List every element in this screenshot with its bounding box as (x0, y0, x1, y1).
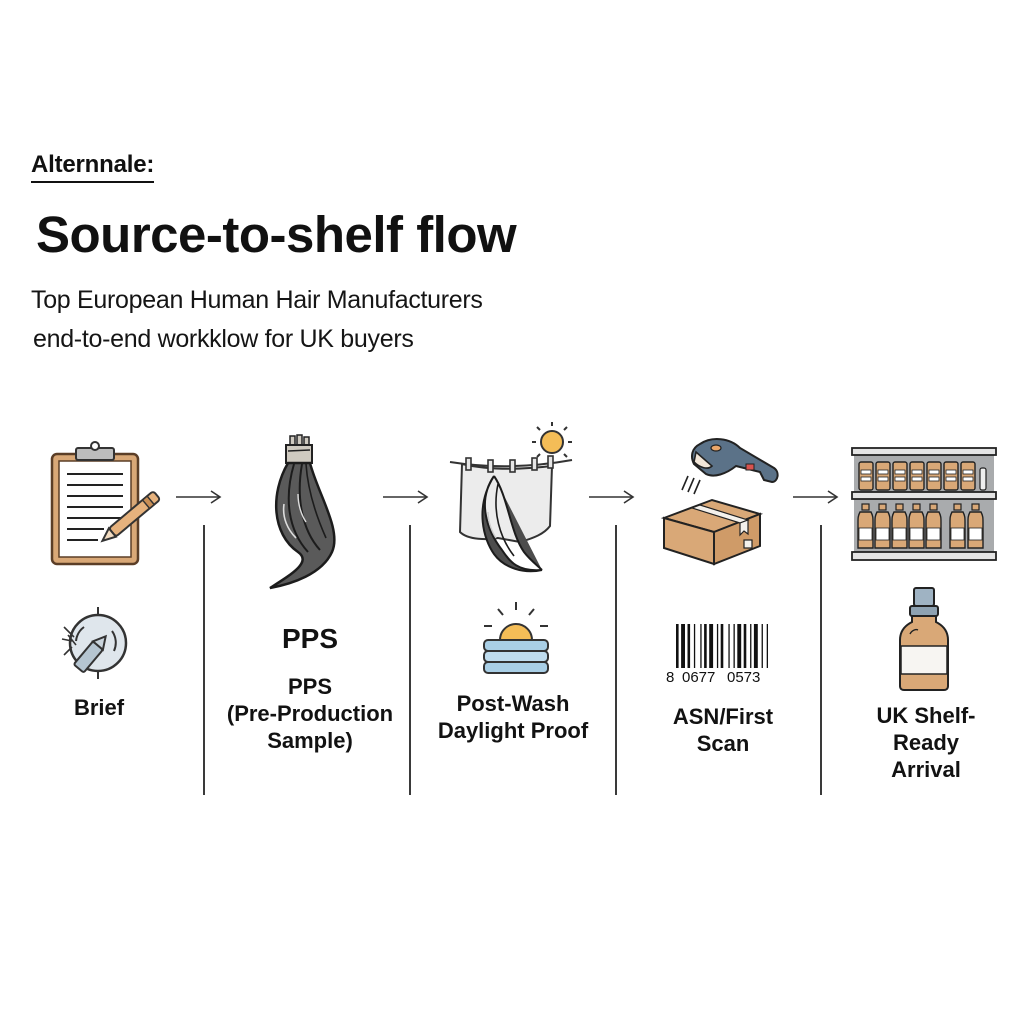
step-label-line: Daylight Proof (437, 718, 589, 743)
crystal-ball-pen-icon (61, 607, 128, 679)
barcode-scanner-icon (681, 438, 779, 495)
clipboard-pen-icon (50, 441, 161, 566)
step-label-line: Arrival (891, 757, 961, 782)
shelf-jar (909, 461, 925, 491)
step-divider (203, 525, 205, 795)
step-label-line: Scan (696, 731, 750, 756)
shelf-jar (943, 461, 959, 491)
barcode-bar (750, 624, 752, 674)
sun-icon (532, 422, 572, 458)
barcode-bar (704, 624, 707, 674)
shelf-jar (875, 461, 891, 491)
hair-bundle-icon (269, 434, 336, 590)
page-title: Source-to-shelf flow (36, 206, 517, 263)
dropper-bottle-icon (899, 587, 949, 691)
barcode-bar (716, 624, 719, 674)
retail-shelf-icon (851, 447, 997, 561)
barcode-icon: 8 0677 0573 (664, 624, 776, 688)
step-divider (409, 525, 411, 795)
step-label-uk-shelf: UK Shelf- Ready Arrival (836, 702, 1016, 783)
step-label-line: UK Shelf- (876, 703, 976, 728)
barcode-bar (766, 624, 768, 686)
step-label-post-wash: Post-Wash Daylight Proof (420, 690, 606, 744)
barcode-bar (720, 624, 724, 674)
shelf-bottle (874, 503, 891, 549)
shelf-bottle (908, 503, 925, 549)
right-arrow-icon (589, 490, 635, 504)
page-subtitle: Top European Human Hair Manufacturers en… (31, 281, 483, 359)
shelf-bottle (967, 503, 984, 549)
barcode-bar (737, 624, 742, 674)
right-arrow-icon (793, 490, 839, 504)
subtitle-line-2: end-to-end workklow for UK buyers (33, 325, 414, 353)
step-label-line: (Pre-Production (226, 701, 394, 726)
barcode-scanner-box-icon (660, 438, 779, 566)
barcode-bar (753, 624, 758, 674)
barcode-bar (728, 624, 730, 674)
step-label-line: Ready (892, 730, 960, 755)
shelf-bottle (925, 503, 942, 549)
barcode-digit-group: 0677 (682, 669, 715, 686)
step-label-pps: PPS (Pre-Production Sample) (210, 673, 410, 754)
barcode-bar (676, 624, 679, 686)
step-heading-pps: PPS (281, 623, 339, 654)
step-label-line: ASN/First (672, 704, 774, 729)
shelf-jar (892, 461, 908, 491)
shelf-bottle (857, 503, 874, 549)
barcode-bar (687, 624, 691, 674)
cardboard-box-icon (660, 498, 764, 566)
barcode-digit-group: 8 (666, 669, 674, 686)
step-label-brief: Brief (73, 695, 125, 720)
step-label-line: Post-Wash (456, 691, 570, 716)
right-arrow-icon (383, 490, 429, 504)
step-divider (615, 525, 617, 795)
shelf-jar (858, 461, 874, 491)
barcode-bar (709, 624, 714, 674)
right-arrow-icon (176, 490, 222, 504)
barcode-bar (700, 624, 702, 674)
eyebrow-label: Alternnale: (31, 150, 154, 183)
step-divider (820, 525, 822, 795)
shelf-jar (960, 461, 976, 491)
step-label-asn: ASN/First Scan (628, 703, 818, 757)
barcode-digit-group: 0573 (727, 669, 760, 686)
step-label-line: Sample) (267, 728, 353, 753)
shelf-bottle (949, 503, 966, 549)
barcode-bar (693, 624, 696, 674)
clothesline-hair-sun-icon (449, 422, 573, 573)
barcode-bar (733, 624, 735, 674)
sun-over-towels-icon (483, 602, 549, 674)
barcode-bar (761, 624, 763, 674)
shelf-bottle (891, 503, 908, 549)
barcode-bar (681, 624, 685, 674)
barcode-bar (743, 624, 747, 674)
subtitle-line-1: Top European Human Hair Manufacturers (31, 286, 483, 314)
shelf-tube (979, 467, 987, 491)
step-label-line: PPS (287, 674, 333, 699)
shelf-jar (926, 461, 942, 491)
